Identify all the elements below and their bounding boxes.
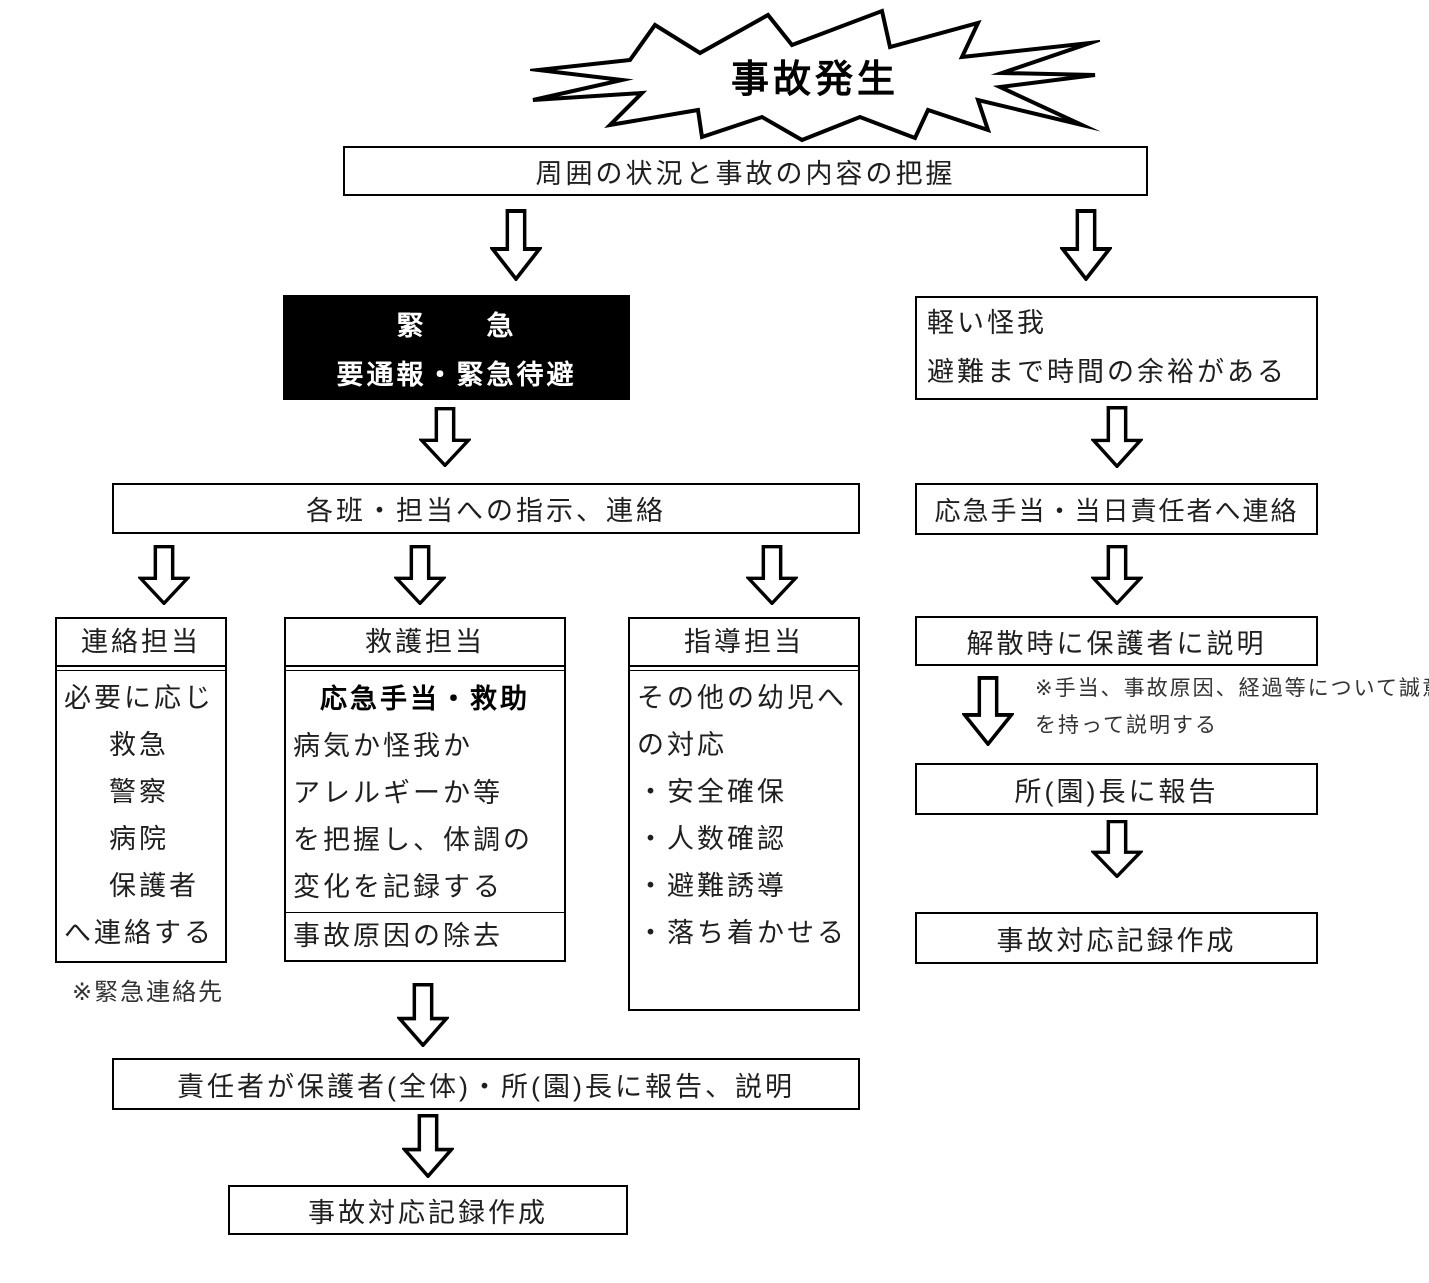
report-director-box: 所(園)長に報告: [915, 763, 1318, 815]
down-arrow-icon: [138, 545, 190, 605]
guidance-line: ・避難誘導: [637, 871, 787, 901]
dismissal-note-line2: を持って説明する: [1035, 714, 1218, 737]
emergency-line1: 緊 急: [396, 310, 517, 341]
rescue-team-header: 救護担当: [365, 627, 485, 657]
guidance-team-box: 指導担当 その他の幼児へ の対応 ・安全確保 ・人数確認 ・避難誘導 ・落ち着か…: [628, 617, 860, 1011]
dismissal-note: ※手当、事故原因、経過等について誠意 を持って説明する: [1035, 670, 1429, 744]
emergency-box: 緊 急 要通報・緊急待避: [283, 295, 630, 400]
emergency-contacts-note: ※緊急連絡先: [72, 979, 225, 1006]
contact-line: 必要に応じ: [64, 683, 214, 713]
rescue-line: を把握し、体調の: [293, 825, 533, 855]
down-arrow-icon: [490, 209, 542, 281]
guidance-line: その他の幼児へ: [637, 683, 847, 713]
light-injury-line2: 避難まで時間の余裕がある: [927, 357, 1287, 387]
down-arrow-icon: [397, 983, 449, 1047]
contact-team-header: 連絡担当: [81, 627, 201, 657]
starburst-shape: [530, 8, 1100, 143]
guidance-line: ・人数確認: [637, 824, 787, 854]
report-all-box: 責任者が保護者(全体)・所(園)長に報告、説明: [112, 1058, 860, 1110]
rescue-line: アレルギーか等: [293, 778, 503, 808]
instruction-box: 各班・担当への指示、連絡: [112, 483, 860, 534]
record-bottom-box: 事故対応記録作成: [228, 1185, 628, 1235]
guidance-line: ・落ち着かせる: [637, 918, 847, 948]
down-arrow-icon: [1091, 545, 1143, 605]
emergency-line2: 要通報・緊急待避: [336, 359, 577, 390]
firstaid-contact-box: 応急手当・当日責任者へ連絡: [915, 483, 1318, 535]
down-arrow-icon: [419, 407, 471, 467]
contact-team-box: 連絡担当 必要に応じ 救急 警察 病院 保護者 へ連絡する: [55, 617, 227, 963]
down-arrow-icon: [746, 545, 798, 605]
separator: [286, 665, 564, 671]
contact-line: 保護者: [109, 871, 199, 901]
contact-line: 警察: [109, 777, 169, 807]
rescue-line: 変化を記録する: [293, 872, 503, 902]
guidance-line: の対応: [637, 730, 727, 760]
record-right-box: 事故対応記録作成: [915, 912, 1318, 964]
separator: [630, 665, 858, 671]
rescue-line: 病気か怪我か: [293, 731, 473, 761]
rescue-footer: 事故原因の除去: [286, 912, 564, 960]
down-arrow-icon: [1060, 209, 1112, 281]
contact-line: 病院: [109, 824, 169, 854]
guidance-line: ・安全確保: [637, 777, 787, 807]
light-injury-box: 軽い怪我 避難まで時間の余裕がある: [915, 296, 1318, 400]
down-arrow-icon: [402, 1114, 454, 1178]
down-arrow-icon: [394, 545, 446, 605]
dismissal-box: 解散時に保護者に説明: [915, 616, 1318, 666]
light-injury-line1: 軽い怪我: [927, 308, 1047, 338]
guidance-team-header: 指導担当: [684, 627, 804, 657]
contact-line: へ連絡する: [64, 918, 214, 948]
separator: [57, 665, 225, 671]
down-arrow-icon: [1091, 820, 1143, 878]
accident-occurred-label: 事故発生: [730, 58, 899, 101]
down-arrow-icon: [962, 676, 1014, 746]
situation-box: 周囲の状況と事故の内容の把握: [343, 146, 1148, 196]
down-arrow-icon: [1091, 406, 1143, 468]
contact-line: 救急: [109, 730, 169, 760]
dismissal-note-line1: ※手当、事故原因、経過等について誠意: [1035, 677, 1429, 700]
rescue-team-box: 救護担当 応急手当・救助 病気か怪我か アレルギーか等 を把握し、体調の 変化を…: [284, 617, 566, 962]
rescue-subheader: 応急手当・救助: [320, 684, 530, 714]
